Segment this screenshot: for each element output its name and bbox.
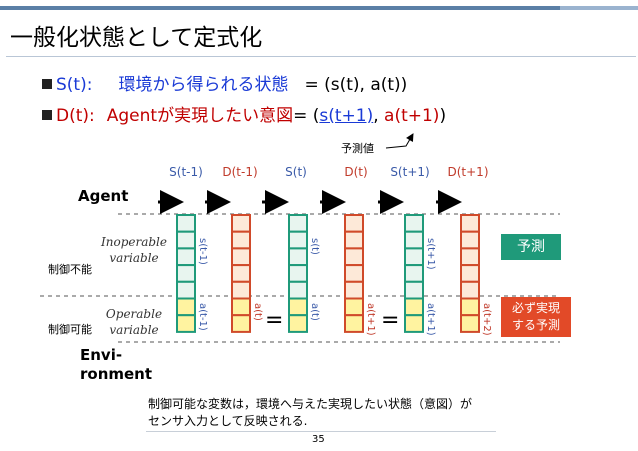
column-cell (176, 264, 196, 283)
column-cell (231, 247, 251, 267)
page-title: 一般化状態として定式化 (10, 25, 263, 51)
column-cell (344, 214, 364, 233)
column-labels: s(t-1) a(t-1) a(t) s(t) a(t) a(t+1) s(t+1) a(t+… (197, 238, 492, 336)
column-cell (176, 297, 196, 317)
title-divider (6, 56, 636, 57)
column-cell (404, 230, 424, 250)
operable-variable-label: Operable variable (105, 307, 163, 337)
page-number: 35 (312, 434, 325, 445)
column-cell (288, 280, 308, 300)
column-cell (344, 297, 364, 317)
column-cell (231, 214, 251, 233)
required-prediction-badge: 必ず実現 する予測 (501, 297, 571, 337)
bullet-s-equation: = (s(t), a(t)) (304, 75, 408, 95)
bullet-s-label: S(t): (56, 75, 93, 95)
bullet-d-desc: Agentが実現したい意図 (106, 106, 294, 126)
column-cell (176, 314, 196, 333)
column-cell (344, 230, 364, 250)
column-cell (404, 264, 424, 283)
s-column-label: s(t+1) (425, 238, 436, 270)
equals-sign-1: = (265, 308, 284, 333)
column-cell (460, 280, 480, 300)
column-cell (231, 314, 251, 333)
column-cell (231, 280, 251, 300)
column-cell (176, 214, 196, 233)
column-cell (231, 264, 251, 283)
uncontrollable-label: 制御不能 (48, 263, 92, 276)
bullet-s: S(t): 環境から得られる状態 = (s(t), a(t)) (42, 70, 407, 95)
a-column-label: a(t) (252, 303, 263, 321)
time-label: D(t-1) (222, 165, 257, 179)
column-cell (404, 247, 424, 267)
time-labels: S(t-1) D(t-1) S(t) D(t) S(t+1) D(t+1) (169, 165, 488, 179)
bullet-d: D(t): Agentが実現したい意図= (s(t+1), a(t+1)) (42, 101, 446, 126)
inoperable-variable-label: Inoperable variable (101, 235, 167, 265)
s-column-label: s(t-1) (197, 238, 208, 265)
time-label: D(t) (344, 165, 367, 179)
header-bar-dark (0, 6, 560, 10)
bullet-square-icon (42, 79, 52, 89)
column-cell (344, 247, 364, 267)
column-cell (288, 314, 308, 333)
footnote: 制御可能な変数は，環境へ与えた実現したい状態（意図）が センサ入力として反映され… (148, 396, 472, 430)
time-label: S(t+1) (390, 165, 429, 179)
column-cell (344, 314, 364, 333)
time-label: S(t) (285, 165, 307, 179)
prediction-badge: 予測 (501, 234, 561, 260)
column-cell (460, 314, 480, 333)
prediction-pointer-arrow (385, 133, 414, 149)
column-cell (460, 264, 480, 283)
footnote-line-1: 制御可能な変数は，環境へ与えた実現したい状態（意図）が (148, 397, 473, 411)
environment-label: Envi- ronment (80, 346, 153, 383)
a-column-label: a(t+2) (481, 303, 492, 336)
a-column-label: a(t+1) (365, 303, 376, 336)
column-cell (288, 230, 308, 250)
equals-sign-2: = (381, 308, 400, 333)
bullet-d-equation: = (s(t+1), a(t+1)) (293, 106, 447, 126)
footnote-line-2: センサ入力として反映される. (148, 414, 308, 428)
column-cell (231, 297, 251, 317)
column-cell (288, 247, 308, 267)
column-cell (344, 264, 364, 283)
bullet-s-desc: 環境から得られる状態 (118, 75, 289, 95)
header-bar (0, 6, 638, 10)
column-cell (460, 297, 480, 317)
column-cell (404, 280, 424, 300)
column-cell (404, 314, 424, 333)
column-cell (344, 280, 364, 300)
header-bar-light (560, 6, 638, 10)
column-cell (176, 280, 196, 300)
column-cell (460, 247, 480, 267)
time-label: S(t-1) (169, 165, 203, 179)
column-cell (404, 297, 424, 317)
s-column-label: s(t) (309, 238, 320, 255)
prediction-note: 予測値 (341, 142, 374, 155)
a-column-label: a(t) (309, 303, 320, 321)
column-cell (288, 214, 308, 233)
column-cell (288, 297, 308, 317)
state-columns (176, 214, 480, 333)
controllable-label: 制御可能 (48, 323, 92, 336)
column-cell (460, 230, 480, 250)
bullet-d-label: D(t): (56, 106, 95, 126)
column-cell (176, 230, 196, 250)
column-cell (460, 214, 480, 233)
column-cell (231, 230, 251, 250)
time-label: D(t+1) (448, 165, 489, 179)
column-cell (288, 264, 308, 283)
column-cell (176, 247, 196, 267)
a-column-label: a(t-1) (197, 303, 208, 331)
column-cell (404, 214, 424, 233)
footer-rule (146, 431, 496, 432)
a-column-label: a(t+1) (425, 303, 436, 336)
bullet-square-icon (42, 110, 52, 120)
agent-label: Agent (78, 187, 129, 205)
